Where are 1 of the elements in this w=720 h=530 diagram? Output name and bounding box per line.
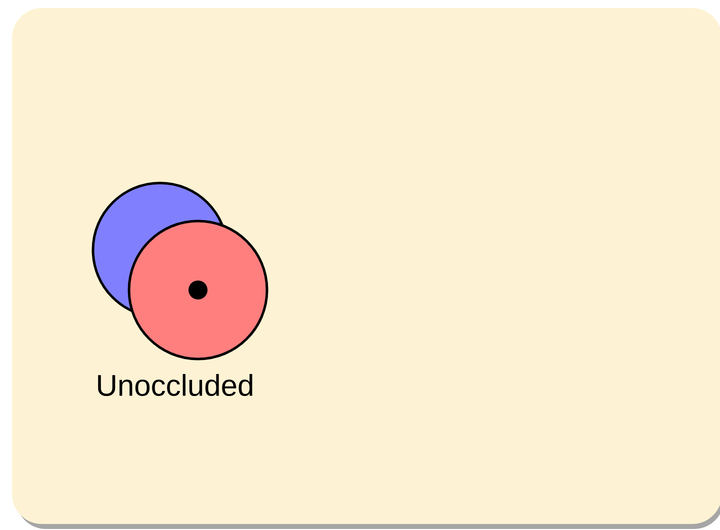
label: Unoccluded (98, 374, 252, 396)
